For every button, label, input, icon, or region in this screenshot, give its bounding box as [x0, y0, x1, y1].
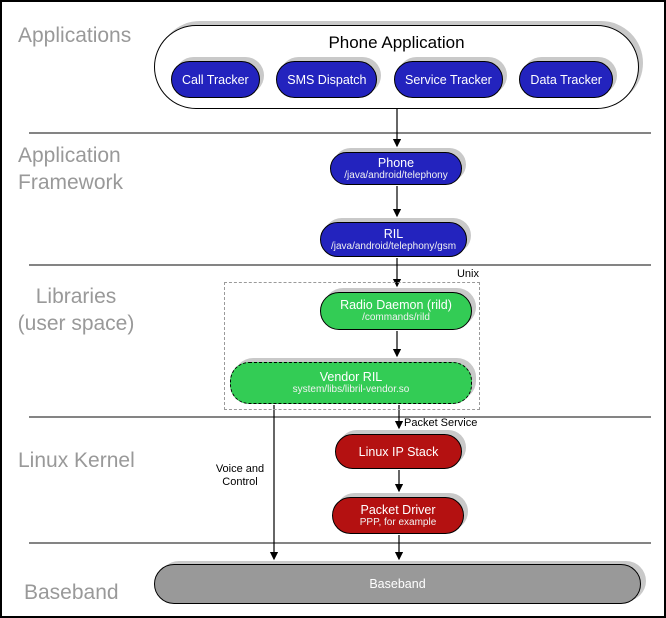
node-linux-ip-stack-title: Linux IP Stack	[358, 444, 439, 459]
voice-control-label-line1: Voice and	[215, 463, 265, 475]
phone-application-group: Phone Application Call Tracker SMS Dispa…	[154, 25, 639, 109]
layer-label-application-framework-line1: Application	[18, 144, 121, 167]
node-radio-daemon-title: Radio Daemon (rild)	[340, 298, 452, 312]
layer-label-libraries-line2: (user space)	[17, 312, 135, 335]
layer-label-linux-kernel: Linux Kernel	[18, 449, 135, 472]
unix-boundary-box	[224, 282, 480, 410]
divider-libraries-kernel	[29, 416, 651, 418]
layer-label-applications: Applications	[18, 24, 132, 47]
divider-framework-libraries	[29, 264, 651, 266]
voice-control-label-line2: Control	[222, 476, 258, 488]
node-packet-driver-title: Packet Driver	[360, 502, 436, 517]
node-ril: RIL /java/android/telephony/gsm	[320, 222, 467, 257]
layer-label-libraries-line1: Libraries	[35, 285, 117, 308]
node-baseband: Baseband	[154, 564, 641, 604]
node-linux-ip-stack: Linux IP Stack	[335, 434, 462, 469]
app-pill-sms-dispatch: SMS Dispatch	[276, 61, 378, 98]
packet-service-label: Packet Service	[404, 417, 478, 429]
app-pill-data-tracker: Data Tracker	[519, 61, 613, 98]
phone-application-title: Phone Application	[328, 33, 465, 52]
app-pill-service-tracker: Service Tracker	[394, 61, 503, 98]
node-phone-subtitle: /java/android/telephony	[344, 169, 448, 181]
node-radio-daemon-subtitle: /commands/rild	[362, 312, 430, 323]
node-vendor-ril-title: Vendor RIL	[319, 370, 383, 384]
app-pill-call-tracker: Call Tracker	[171, 61, 260, 98]
node-vendor-ril-subtitle: system/libs/libril-vendor.so	[292, 384, 410, 395]
divider-kernel-baseband	[29, 542, 651, 544]
unix-label: Unix	[456, 268, 479, 280]
layer-label-application-framework: Application Framework	[18, 142, 123, 196]
voice-control-label: Voice and Control	[210, 463, 270, 489]
node-phone: Phone /java/android/telephony	[330, 152, 462, 185]
node-radio-daemon: Radio Daemon (rild) /commands/rild	[320, 292, 472, 330]
layer-label-libraries: Libraries (user space)	[6, 283, 146, 337]
node-packet-driver-subtitle: PPP, for example	[359, 516, 437, 528]
phone-application-apps-row: Call Tracker SMS Dispatch Service Tracke…	[171, 61, 613, 98]
layer-label-application-framework-line2: Framework	[18, 171, 124, 194]
node-ril-title: RIL	[383, 226, 404, 241]
node-ril-subtitle: /java/android/telephony/gsm	[330, 240, 457, 252]
divider-applications-framework	[29, 132, 651, 134]
node-baseband-title: Baseband	[369, 577, 426, 591]
node-phone-title: Phone	[377, 155, 415, 170]
layer-label-baseband: Baseband	[24, 581, 119, 604]
node-vendor-ril: Vendor RIL system/libs/libril-vendor.so	[230, 362, 472, 404]
node-packet-driver: Packet Driver PPP, for example	[332, 497, 464, 534]
